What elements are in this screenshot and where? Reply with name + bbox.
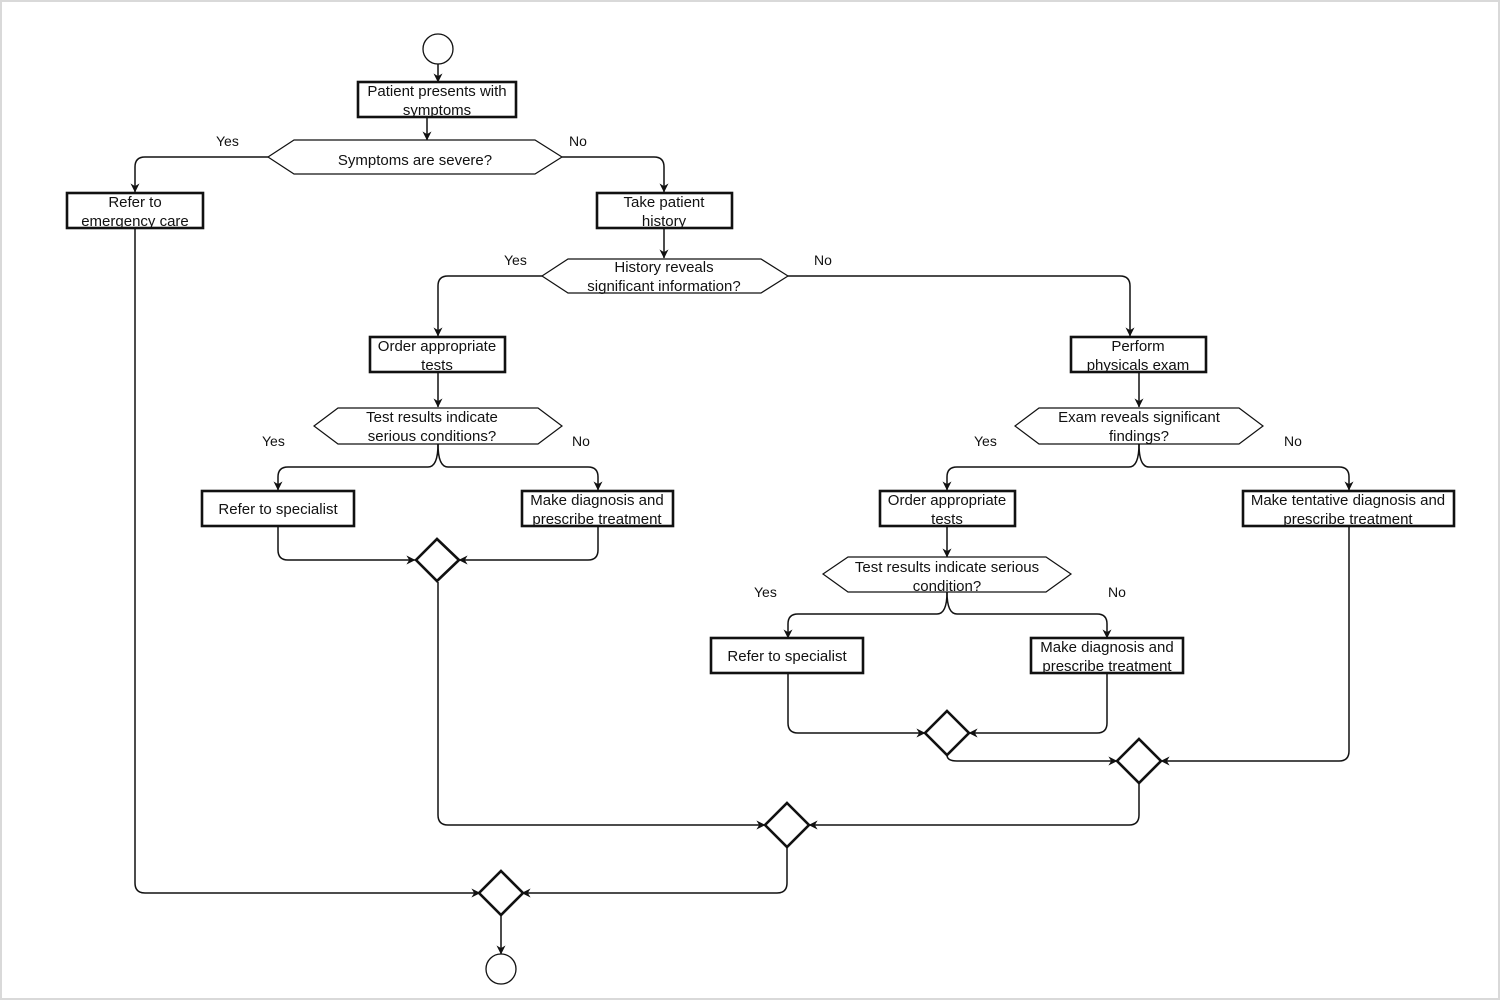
branch-label-test-left-no: No (572, 433, 590, 449)
merge-node-left-tests (414, 537, 461, 583)
svg-text:Symptoms are severe?: Symptoms are severe? (338, 152, 492, 169)
branch-label-history-no: No (814, 252, 832, 268)
edge-merge1-to-merge5 (437, 582, 766, 830)
svg-text:Refer to specialist: Refer to specialist (218, 501, 338, 518)
edge-results-right-no (946, 591, 1112, 639)
merge-node-right-tests (923, 709, 971, 757)
box-refer-specialist-left: Refer to specialist (200, 489, 356, 528)
merge-node-history (763, 801, 811, 849)
edge-severe-no (562, 156, 669, 193)
branch-label-test-right-yes: Yes (754, 584, 777, 600)
edge-diagnosis-right-to-merge (968, 673, 1108, 738)
edge-emergency-to-final (134, 229, 481, 898)
edge-specialist-left-to-merge (277, 526, 416, 565)
edge-tentative-to-merge4 (1160, 526, 1350, 766)
branch-label-severe-yes: Yes (216, 133, 239, 149)
decision-symptoms-severe: Symptoms are severe? (266, 139, 564, 175)
edge-results-left-no (437, 443, 603, 491)
edge-merge3-to-merge4 (946, 754, 1118, 766)
end-node (485, 953, 517, 985)
edge-findings-yes (942, 443, 1140, 491)
edge-merge4-to-merge5 (808, 783, 1140, 830)
edges (130, 64, 1354, 955)
branch-label-test-right-no: No (1108, 584, 1126, 600)
branch-label-test-left-yes: Yes (262, 433, 285, 449)
branch-label-exam-yes: Yes (974, 433, 997, 449)
edge-merge5-to-final (521, 847, 788, 898)
box-refer-specialist-right: Refer to specialist (709, 636, 865, 675)
merge-node-final (477, 869, 525, 917)
start-node (422, 33, 454, 65)
edge-specialist-right-to-merge (787, 673, 926, 738)
edge-reveals-yes (433, 275, 542, 337)
branch-label-history-yes: Yes (504, 252, 527, 268)
edge-reveals-no (788, 275, 1135, 337)
merge-node-exam (1115, 737, 1163, 785)
svg-text:Refer to specialist: Refer to specialist (727, 648, 847, 665)
branch-label-exam-no: No (1284, 433, 1302, 449)
edge-results-right-yes (783, 591, 948, 639)
edge-results-left-yes (273, 443, 439, 491)
edge-findings-no (1138, 443, 1354, 491)
edge-diagnosis-left-to-merge (458, 526, 599, 565)
edge-severe-yes (130, 156, 268, 193)
branch-label-severe-no: No (569, 133, 587, 149)
